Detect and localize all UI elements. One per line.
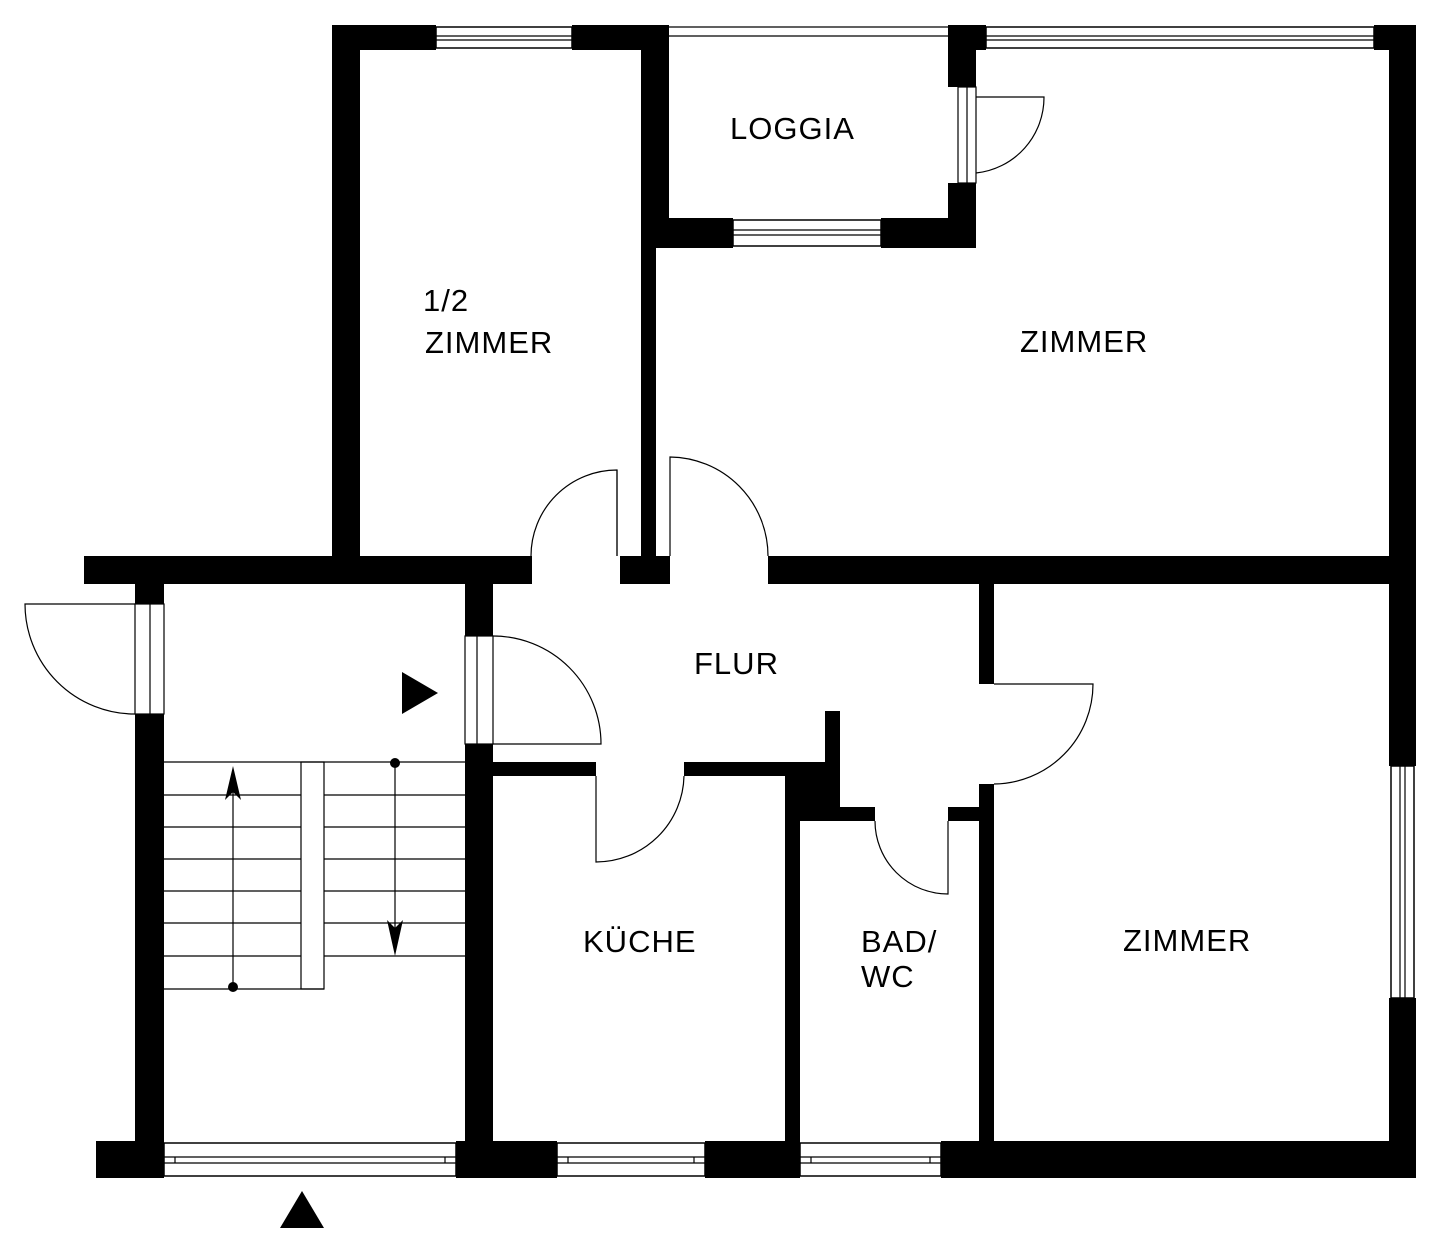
building-entrance-marker (280, 1191, 324, 1228)
label-bath-line2: WC (861, 959, 915, 994)
door-flur-apartment (464, 635, 602, 745)
apartment-entrance-marker (402, 672, 438, 714)
door-entrance-outer (24, 603, 165, 715)
door-kitchen (595, 775, 685, 863)
stair-up-arrow (225, 766, 241, 992)
window-loggia-bottom (732, 219, 882, 247)
label-hallway: FLUR (694, 646, 779, 681)
windows (163, 26, 1415, 1177)
label-bath-line1: BAD/ (861, 924, 937, 959)
label-kitchen: KÜCHE (583, 924, 697, 959)
label-half-room-line2: ZIMMER (425, 325, 553, 360)
doors (24, 86, 1094, 895)
door-bath (874, 820, 949, 895)
window-living-room-top (985, 26, 1375, 49)
window-loggia-top (669, 26, 948, 37)
label-loggia: LOGGIA (730, 111, 855, 146)
window-half-room-top (435, 26, 573, 49)
door-half-room (530, 469, 618, 557)
window-bedroom-right (1390, 765, 1415, 999)
window-bath-bottom (799, 1142, 942, 1177)
label-half-room-line1: 1/2 (423, 283, 469, 318)
walls (84, 25, 1416, 1178)
window-stairwell-bottom (163, 1142, 457, 1177)
window-kitchen-bottom (556, 1142, 706, 1177)
door-living-room (669, 456, 769, 557)
door-loggia (957, 86, 1045, 184)
door-bedroom (993, 683, 1094, 785)
label-living-room: ZIMMER (1020, 324, 1148, 359)
label-bedroom: ZIMMER (1123, 923, 1251, 958)
stair-down-arrow (387, 758, 403, 956)
staircase (164, 758, 465, 992)
